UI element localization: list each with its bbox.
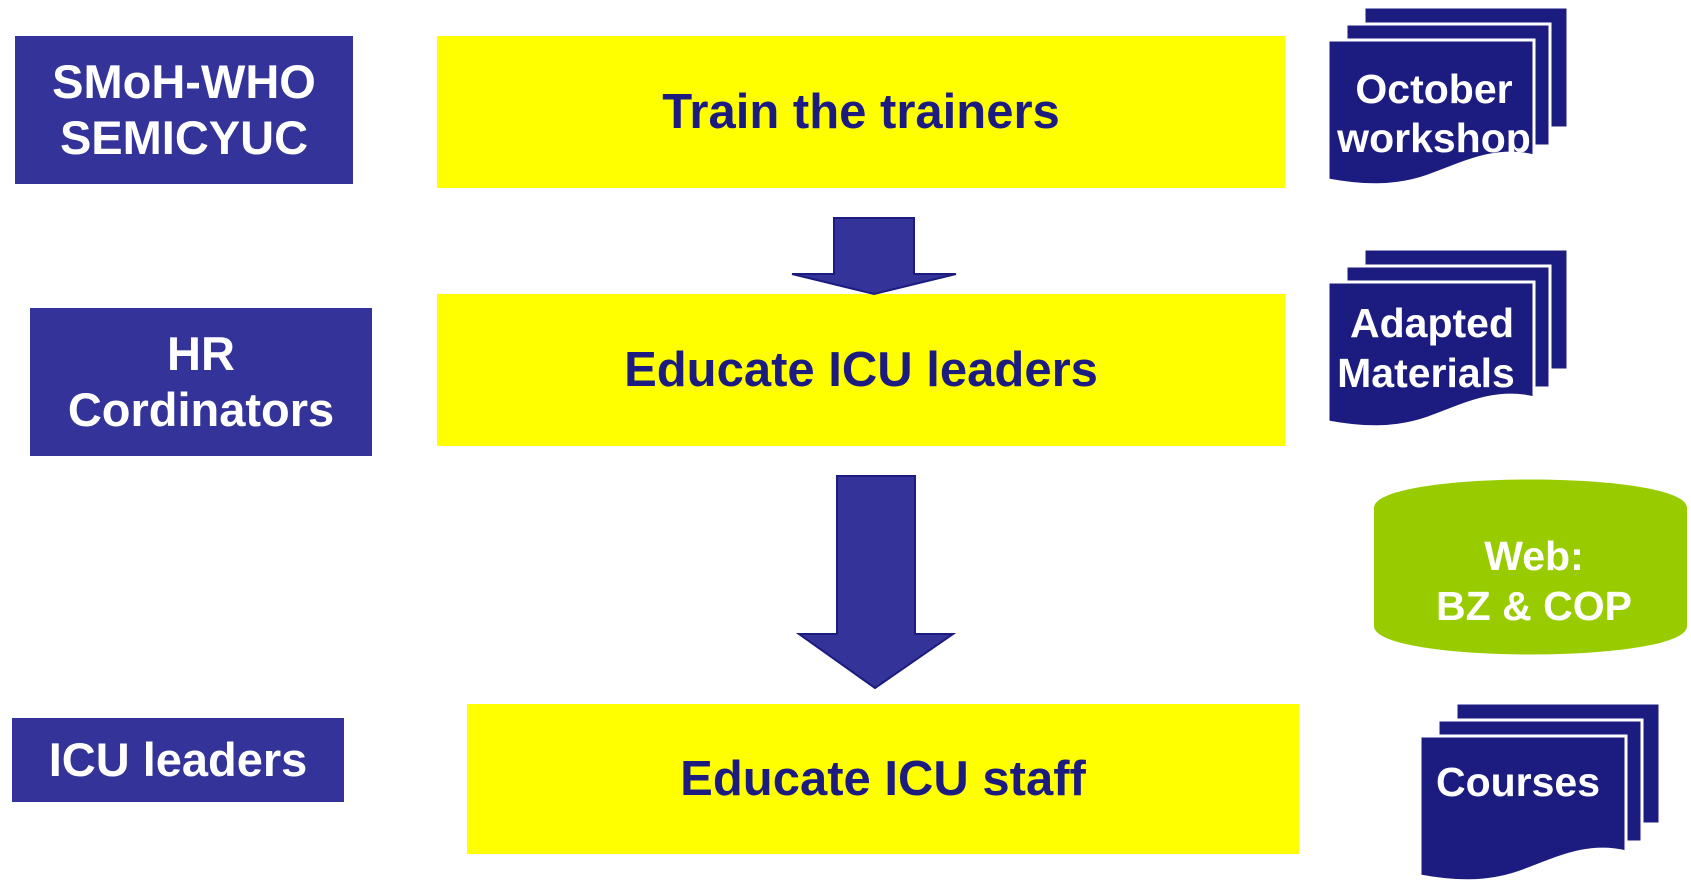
step-educate-staff-label: Educate ICU staff [680,752,1086,806]
resource-adapted-line2: Materials [1337,350,1515,396]
role-icu-leaders-line1: ICU leaders [48,733,308,786]
resource-web-line2: BZ & COP [1436,583,1632,629]
arrow-down-2 [795,475,957,690]
role-hr-line2: Cordinators [67,383,335,436]
step-educate-leaders-label: Educate ICU leaders [624,343,1098,397]
resource-october-line2: workshop [1336,115,1531,161]
step-train-the-trainers: Train the trainers [437,36,1285,188]
role-smoh-who-line2: SEMICYUC [59,111,309,164]
step-educate-icu-staff: Educate ICU staff [467,704,1299,854]
role-icu-leaders: ICU leaders [12,718,344,802]
resource-web-database-icon: Web: BZ & COP [1374,479,1687,655]
resource-web-line1: Web: [1484,533,1583,579]
resource-adapted-line1: Adapted [1350,300,1514,346]
resource-october-line1: October [1355,66,1512,112]
role-hr-coordinators: HR Cordinators [30,308,372,456]
role-smoh-who-semicyuc: SMoH-WHO SEMICYUC [15,36,353,184]
arrow-down-1 [791,217,957,296]
role-smoh-who-line1: SMoH-WHO [52,55,316,108]
resource-courses-line1: Courses [1436,759,1600,805]
resource-courses-icon: Courses [1418,701,1662,883]
step-train-label: Train the trainers [662,85,1060,139]
role-hr-line1: HR [167,327,235,380]
resource-adapted-materials-icon: Adapted Materials [1326,247,1570,429]
step-educate-icu-leaders: Educate ICU leaders [437,294,1285,446]
resource-october-workshop-icon: October workshop [1326,5,1570,187]
